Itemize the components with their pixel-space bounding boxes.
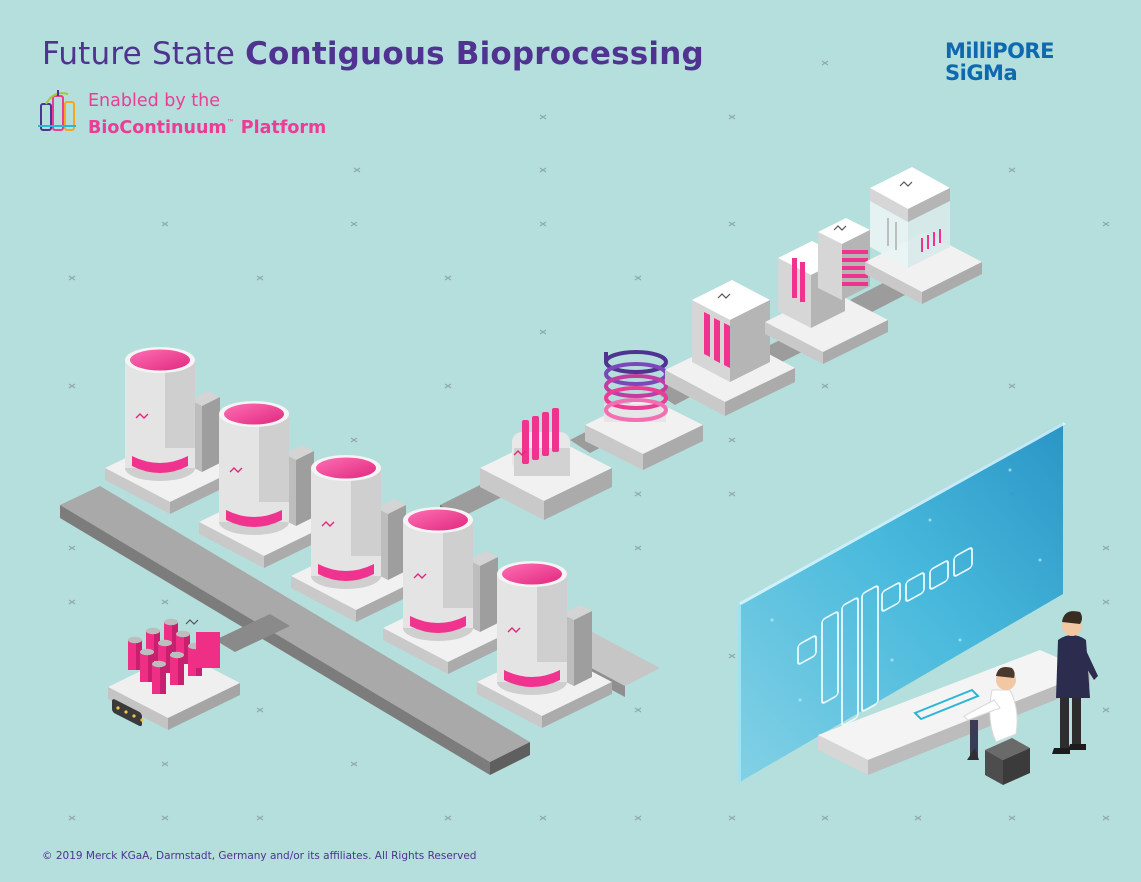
standing-person: [1052, 611, 1098, 754]
title-light: Future State: [42, 36, 236, 72]
coil-icon: [585, 350, 703, 470]
background-cross-markers: [68, 60, 1110, 821]
control-screen: [738, 422, 1066, 785]
logo-line2: SiGMa: [945, 61, 1017, 85]
control-desk: [818, 650, 1090, 775]
logo-line1: MilliPORE: [945, 39, 1054, 63]
chromatography-unit: [665, 280, 795, 416]
platform-suffix: Platform: [240, 118, 327, 138]
copyright-notice: © 2019 Merck KGaA, Darmstadt, Germany an…: [42, 850, 477, 862]
subtitle-line2: BioContinuum™ Platform: [88, 112, 326, 139]
page-title: Future State Contiguous Bioprocessing: [42, 36, 704, 72]
bioreactor-row: [105, 347, 612, 728]
trademark-mark: ™: [226, 118, 235, 127]
platform-subtitle: Enabled by the BioContinuum™ Platform: [88, 90, 326, 139]
purification-unit: [765, 218, 888, 364]
platform-icon: [38, 90, 76, 131]
title-bold: Contiguous Bioprocessing: [245, 36, 704, 72]
seated-operator: [963, 667, 1030, 785]
multi-bag-unit: [108, 618, 240, 730]
subtitle-line1: Enabled by the: [88, 91, 221, 111]
final-fill-unit: [865, 167, 982, 304]
platform-name: BioContinuum: [88, 118, 227, 138]
filtration-cassette-unit: [480, 408, 612, 520]
millipore-sigma-logo: MilliPORE SiGMa: [945, 39, 1054, 85]
